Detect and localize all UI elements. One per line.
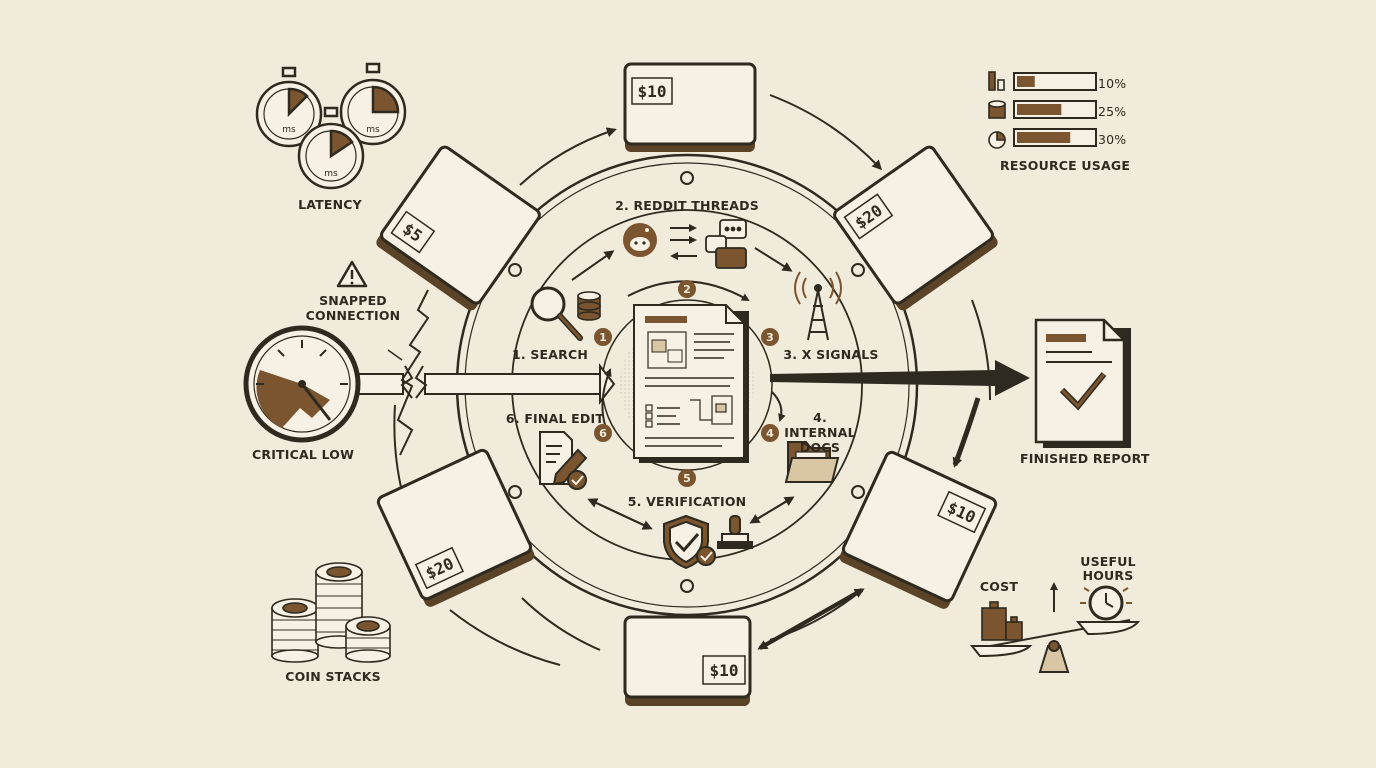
edit-document-icon [539, 431, 588, 490]
exchange-arrows-icon [670, 224, 697, 260]
step-label-x-signals: 3. X SIGNALS [783, 347, 879, 362]
database-icon [988, 100, 1006, 119]
stopwatch-icon: ms [255, 66, 323, 148]
coin-stacks-icon [271, 562, 391, 663]
chat-bubbles-icon [705, 219, 747, 269]
latency-label: LATENCY [298, 197, 362, 212]
price-card-bottom: $10 [623, 615, 752, 706]
card-top-price: $10 [638, 82, 667, 101]
pie-chart-icon [988, 131, 1006, 149]
price-card-bottom-left: $20 [376, 448, 535, 607]
central-document [633, 304, 749, 463]
resource-pct-1: 25% [1098, 104, 1127, 119]
shield-check-icon [663, 514, 716, 570]
stopwatch-icon: ms [297, 106, 365, 190]
resource-bar-fill [1017, 76, 1035, 87]
ring-nodes [508, 171, 865, 593]
folder-icon [784, 441, 840, 483]
search-icon [530, 286, 583, 341]
price-card-right: $10 [839, 450, 998, 609]
step-5-number: 5 [683, 472, 691, 485]
snapped-connection-label: SNAPPED CONNECTION [305, 293, 401, 323]
step-label-search: 1. SEARCH [511, 347, 589, 362]
step-label-reddit-threads: 2. REDDIT THREADS [615, 198, 759, 213]
resource-bar-fill [1017, 132, 1071, 143]
balance-scale-icon [969, 582, 1141, 673]
weights-icon [981, 601, 1023, 641]
resource-pct-2: 30% [1098, 132, 1127, 147]
price-card-top: $10 [623, 62, 757, 152]
stamp-icon [717, 515, 753, 549]
step-3-number: 3 [766, 331, 774, 344]
step-1-number: 1 [599, 331, 607, 344]
step-2-number: 2 [683, 283, 691, 296]
signal-tower-icon [794, 271, 842, 341]
stopwatch-3-unit: ms [324, 169, 338, 179]
resource-usage-title: RESOURCE USAGE [1000, 158, 1131, 173]
finished-report-icon [1034, 318, 1131, 448]
database-icon [577, 291, 601, 321]
resource-bars [1013, 72, 1097, 147]
step-label-internal-docs: 4. INTERNAL DOCS [784, 410, 856, 455]
fuel-gauge-icon [243, 325, 361, 443]
cost-label: COST [979, 579, 1019, 594]
resource-bar-fill [1017, 104, 1062, 115]
step-4-number: 4 [766, 427, 774, 440]
warning-icon [336, 260, 368, 288]
stopwatch-2-unit: ms [366, 125, 380, 135]
price-card-top-right: $20 [833, 145, 998, 311]
stopwatch-icon: ms [339, 62, 407, 146]
finished-report-label: FINISHED REPORT [1020, 451, 1150, 466]
step-number-markers: 1 2 3 4 5 6 [594, 280, 779, 487]
card-bottom-price: $10 [710, 661, 739, 680]
critical-low-label: CRITICAL LOW [252, 447, 355, 462]
price-card-top-left: $5 [376, 145, 541, 311]
snapped-connection-zigzag [396, 289, 430, 456]
stopwatch-1-unit: ms [282, 125, 296, 135]
step-label-verification: 5. VERIFICATION [627, 494, 747, 509]
clock-icon [1080, 585, 1132, 621]
report-return-arrow [952, 397, 981, 468]
coin-stacks-label: COIN STACKS [285, 669, 381, 684]
reddit-icon [623, 223, 657, 257]
useful-hours-label: USEFUL HOURS [1080, 554, 1136, 583]
cpu-icon [988, 71, 1005, 91]
step-6-number: 6 [599, 427, 607, 440]
step-label-final-edit: 6. FINAL EDIT [505, 411, 605, 426]
resource-pct-0: 10% [1098, 76, 1127, 91]
